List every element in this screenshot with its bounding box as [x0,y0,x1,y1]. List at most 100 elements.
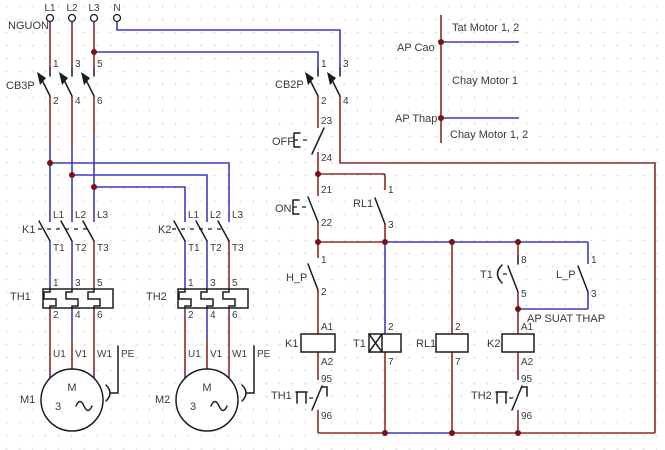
cb3p-pin: 4 [75,96,81,107]
contactor-k2-poles[interactable]: K2 L1 L2 L3 T1 T2 T3 [158,210,244,254]
legend: Tat Motor 1, 2 AP Cao Chay Motor 1 AP Th… [395,22,528,141]
k2-pin: T3 [232,243,244,254]
overload-th1[interactable]: TH1 1 3 5 2 4 6 [10,278,114,321]
rl1-no-contact[interactable]: RL1 1 3 [353,185,394,231]
th2-pin: 2 [188,310,194,321]
junction-dot [382,430,388,436]
lp-pin-bottom: 3 [591,289,597,300]
cb3p-pin: 3 [75,59,81,70]
hp-pin-top: 1 [321,255,327,266]
k2-coil-label: K2 [487,338,500,350]
control-neutral-wires [384,41,589,434]
motor-m1[interactable]: U1 V1 W1 PE M 3 M1 [20,345,135,432]
hp-pin-bottom: 2 [321,287,327,298]
cb3p-contacts [38,67,95,97]
cb2p-pin: 1 [321,59,327,70]
k2-pin: L3 [232,210,244,221]
cb2p-breaker[interactable]: CB2P 1 3 2 4 [275,59,349,107]
th2-pin: 6 [232,310,238,321]
rl1-contact-pin-top: 1 [388,185,394,196]
source-label: NGUON [8,20,49,32]
cb3p-pin: 2 [53,96,59,107]
th1-label: TH1 [10,291,31,303]
contactor-k1-poles[interactable]: K1 L1 L2 L3 T1 T2 T3 [22,210,109,254]
cb2p-trip-flags [305,72,336,85]
cb3p-breaker[interactable]: CB3P 1 3 5 2 4 6 [6,59,103,107]
m1-pe-conductor [105,345,119,402]
cb3p-label: CB3P [6,80,35,92]
k1-blades [38,220,95,242]
junction-dot [47,160,53,166]
k1-coil-body [300,333,336,353]
cb2p-pin: 2 [321,96,327,107]
off-pin-bottom: 24 [321,153,333,164]
cb3p-pin: 1 [53,59,59,70]
control-wires [317,15,656,434]
junction-dot [438,115,444,121]
terminal-label-n: N [113,3,120,14]
terminal-l2 [67,13,77,23]
th1-heaters [43,288,101,309]
m1-terminal: W1 [97,349,112,360]
t1-timer-coil[interactable]: T1 2 7 [353,322,402,368]
th1-pin: 5 [97,278,103,289]
k2-label: K2 [158,224,171,236]
th1-pin: 2 [53,310,59,321]
motor-m2[interactable]: U1 V1 W1 PE M 3 M2 [155,345,271,432]
m2-body [175,368,239,432]
m1-body [40,368,104,432]
junction-dots [47,39,521,436]
overload-th2[interactable]: TH2 1 3 5 2 4 6 [146,278,249,321]
m2-phases: 3 [190,401,196,413]
on-contact [292,196,319,223]
legend-ap-cao: AP Cao [397,42,435,54]
off-pin-top: 23 [321,116,333,127]
terminal-l1 [45,13,55,23]
k1-coil[interactable]: K1 A1 A2 [285,322,336,368]
cb2p-label: CB2P [275,79,304,91]
lp-pressure-contact[interactable]: L_P 1 3 AP SUAT THAP [527,255,605,325]
t1-contact-label: T1 [480,269,493,281]
junction-dot [449,430,455,436]
k2-coil[interactable]: K2 A1 A2 [487,322,535,368]
k2-pin: L1 [188,210,200,221]
off-button[interactable]: OFF 23 24 [272,116,333,164]
legend-ap-thap: AP Thap [395,113,437,125]
junction-dot [315,171,321,177]
k2-pin: T1 [188,243,200,254]
th2-contact-blade [495,385,528,411]
m1-terminal: U1 [53,349,66,360]
lp-label: L_P [556,269,576,281]
terminal-label-l3: L3 [88,3,100,14]
t1-coil-body [368,333,402,353]
t1-timed-contact[interactable]: T1 8 5 [480,255,527,300]
k2-pin: L2 [210,210,222,221]
th1-nc-contact[interactable]: TH1 95 96 [271,374,333,422]
th2-pin: 3 [210,278,216,289]
t1-coil-pin-top: 2 [388,322,394,333]
k1-label: K1 [22,224,35,236]
hp-pressure-contact[interactable]: H_P 1 2 [286,255,327,298]
phase-wires [49,22,230,378]
k2-pin: T2 [210,243,222,254]
th2-pin: 4 [210,310,216,321]
k1-coil-pin-bottom: A2 [321,357,334,368]
rl1-coil[interactable]: RL1 2 7 [416,322,469,368]
m2-terminal: U1 [188,349,201,360]
legend-chay-motor-1: Chay Motor 1 [452,75,518,87]
k2-coil-pin-bottom: A2 [521,357,534,368]
th2-nc-contact[interactable]: TH2 95 96 [471,374,533,422]
on-pin-top: 21 [321,185,333,196]
cb2p-pin: 4 [343,96,349,107]
terminal-l3 [89,13,99,23]
m1-sine-icon [75,400,93,412]
terminal-label-l2: L2 [66,3,78,14]
power-terminals[interactable]: NGUON L1 L2 L3 N [8,3,122,32]
m1-label: M1 [20,394,35,406]
junction-dot [515,306,521,312]
junction-dot [438,39,444,45]
on-button[interactable]: ON 21 22 [275,185,333,229]
m1-pe-label: PE [121,349,135,360]
t1-contact-pin-bottom: 5 [521,289,527,300]
